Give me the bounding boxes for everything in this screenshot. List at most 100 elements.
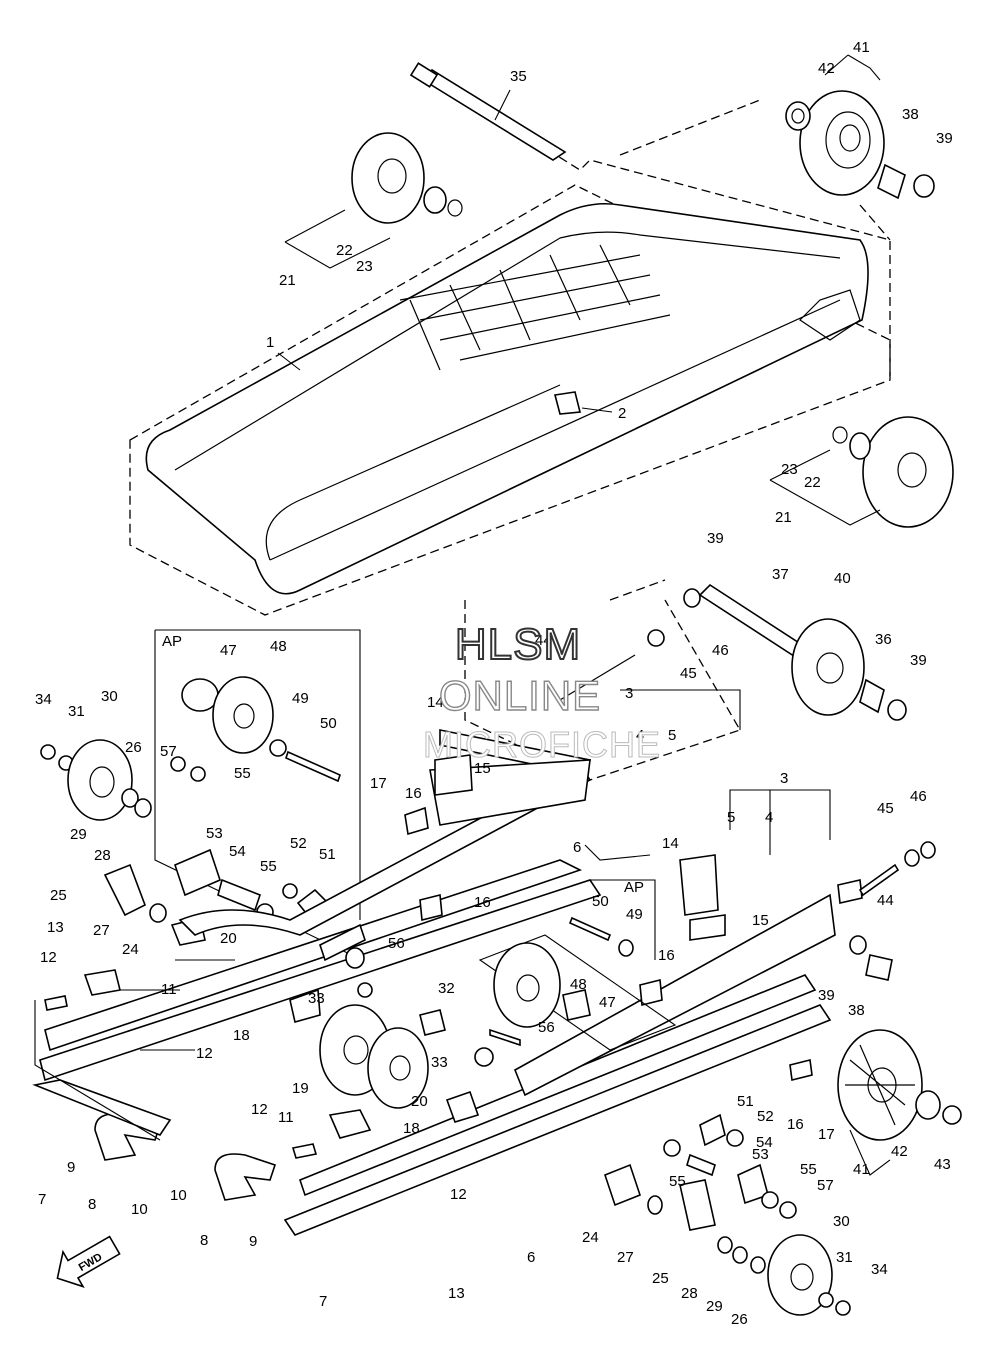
callout: 4 bbox=[765, 809, 773, 826]
callout: 5 bbox=[668, 727, 676, 744]
callout: 55 bbox=[260, 858, 277, 875]
callout: 33 bbox=[431, 1054, 448, 1071]
callout: 44 bbox=[535, 632, 552, 649]
callout: 8 bbox=[88, 1196, 96, 1213]
callout: 54 bbox=[756, 1134, 773, 1151]
callout: 41 bbox=[853, 39, 870, 56]
callout: 1 bbox=[266, 334, 274, 351]
right-rear-group bbox=[604, 841, 962, 1316]
callout: 28 bbox=[94, 847, 111, 864]
callout: 3 bbox=[780, 770, 788, 787]
callout: 12 bbox=[450, 1186, 467, 1203]
callout: 25 bbox=[50, 887, 67, 904]
callout: 9 bbox=[249, 1233, 257, 1250]
callout: 51 bbox=[319, 846, 336, 863]
fwd-arrow-icon: FWD bbox=[56, 1235, 121, 1288]
callout: 41 bbox=[853, 1161, 870, 1178]
callout: 39 bbox=[910, 652, 927, 669]
callout: 26 bbox=[731, 1311, 748, 1328]
callout: 42 bbox=[818, 60, 835, 77]
callout: 11 bbox=[161, 981, 177, 998]
callout: 5 bbox=[727, 809, 735, 826]
callout: 53 bbox=[752, 1146, 769, 1163]
right-slide-rail bbox=[283, 854, 836, 1236]
ap-label-right: AP bbox=[624, 879, 644, 896]
callout: 27 bbox=[93, 922, 110, 939]
callout: 39 bbox=[818, 987, 835, 1004]
callout: 55 bbox=[800, 1161, 817, 1178]
callout: 34 bbox=[871, 1261, 888, 1278]
callout-numbers: 1 2 3 3 4 4 5 5 6 6 7 7 8 8 9 9 10 10 11… bbox=[35, 39, 953, 1328]
callout: 12 bbox=[251, 1101, 268, 1118]
callout: 37 bbox=[772, 566, 789, 583]
callout: 8 bbox=[200, 1232, 208, 1249]
callout: 18 bbox=[233, 1027, 250, 1044]
callout: 4 bbox=[636, 727, 644, 744]
callout: 50 bbox=[592, 893, 609, 910]
callout: 29 bbox=[70, 826, 87, 843]
callout: 23 bbox=[781, 461, 798, 478]
callout: 54 bbox=[229, 843, 246, 860]
callout: 6 bbox=[573, 839, 581, 856]
callout: 20 bbox=[411, 1093, 428, 1110]
callout: 7 bbox=[319, 1293, 327, 1310]
callout: 48 bbox=[270, 638, 287, 655]
left-slide-rail bbox=[32, 729, 602, 1136]
callout: 43 bbox=[934, 1156, 951, 1173]
callout: 46 bbox=[712, 642, 729, 659]
callout: 11 bbox=[278, 1109, 294, 1126]
callout: 33 bbox=[308, 990, 325, 1007]
callout: 57 bbox=[160, 743, 177, 760]
callout: 12 bbox=[40, 949, 57, 966]
callout: 26 bbox=[125, 739, 142, 756]
callout: 29 bbox=[706, 1298, 723, 1315]
watermark-line-1: HLSM bbox=[454, 619, 582, 670]
callout: 12 bbox=[196, 1045, 213, 1062]
callout: 24 bbox=[122, 941, 139, 958]
leader-lines bbox=[34, 54, 891, 1176]
callout: 45 bbox=[877, 800, 894, 817]
callout: 35 bbox=[510, 68, 527, 85]
callout: 52 bbox=[757, 1108, 774, 1125]
callout: 47 bbox=[220, 642, 237, 659]
callout: 16 bbox=[405, 785, 422, 802]
callout: 55 bbox=[234, 765, 251, 782]
watermark-line-3: MICROFICHE bbox=[423, 724, 661, 766]
callout: 24 bbox=[582, 1229, 599, 1246]
callout: 23 bbox=[356, 258, 373, 275]
callout: 22 bbox=[336, 242, 353, 259]
callout: 39 bbox=[707, 530, 724, 547]
watermark-line-2: ONLINE bbox=[438, 671, 602, 719]
callout: 13 bbox=[448, 1285, 465, 1302]
callout: 57 bbox=[817, 1177, 834, 1194]
callout: 10 bbox=[131, 1201, 148, 1218]
callout: 9 bbox=[67, 1159, 75, 1176]
callout: 31 bbox=[836, 1249, 853, 1266]
callout: 13 bbox=[47, 919, 64, 936]
callout: 56 bbox=[538, 1019, 555, 1036]
ap-label-left: AP bbox=[162, 633, 182, 650]
callout: 52 bbox=[290, 835, 307, 852]
callout: 19 bbox=[292, 1080, 309, 1097]
callout: 55 bbox=[669, 1173, 686, 1190]
callout: 21 bbox=[775, 509, 792, 526]
ap-box-right bbox=[478, 879, 677, 1051]
callout: 6 bbox=[527, 1249, 535, 1266]
callout: 14 bbox=[662, 835, 679, 852]
callout: 45 bbox=[680, 665, 697, 682]
callout: 3 bbox=[625, 685, 633, 702]
callout: 40 bbox=[834, 570, 851, 587]
callout: 50 bbox=[320, 715, 337, 732]
callout: 31 bbox=[68, 703, 85, 720]
track-belt bbox=[129, 184, 891, 616]
callout: 34 bbox=[35, 691, 52, 708]
callout: 15 bbox=[752, 912, 769, 929]
callout: 14 bbox=[427, 694, 444, 711]
mid-idler-group bbox=[464, 579, 907, 781]
callout: 10 bbox=[170, 1187, 187, 1204]
callout: 56 bbox=[388, 935, 405, 952]
callout: 38 bbox=[848, 1002, 865, 1019]
callout: 17 bbox=[818, 1126, 835, 1143]
callout: 20 bbox=[220, 930, 237, 947]
